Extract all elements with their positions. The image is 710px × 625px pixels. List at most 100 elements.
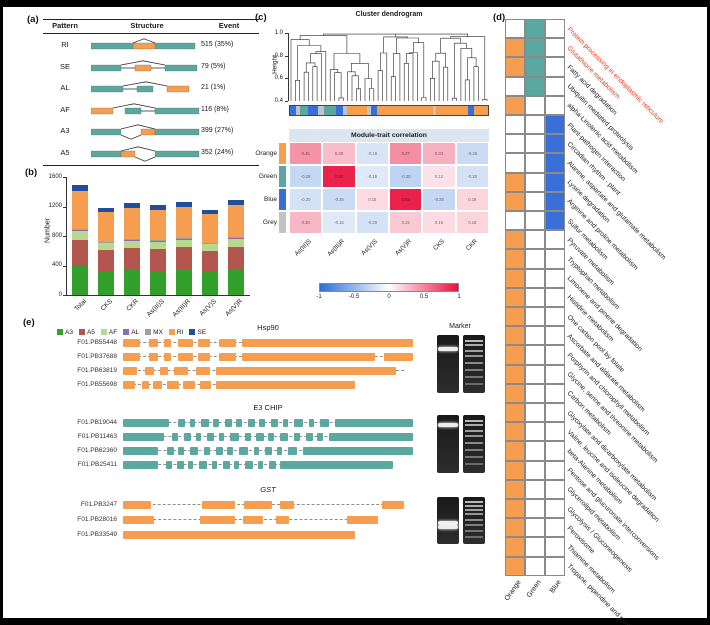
- exon-block: [215, 366, 396, 375]
- band-segment-blue: [290, 106, 296, 115]
- bar-segment-AF: [202, 244, 218, 252]
- pathway-cell: [505, 537, 525, 557]
- exon-block: [207, 432, 215, 441]
- pathway-cell: [525, 383, 545, 403]
- exon-block: [282, 418, 289, 427]
- pathway-cell: [525, 403, 545, 423]
- pathway-cell: [545, 268, 565, 288]
- mtc-cell: -0.28: [422, 188, 456, 211]
- mtc-cell: -0.25: [455, 142, 489, 165]
- bar-segment-A3: [176, 269, 192, 295]
- gel-band-ladder: [465, 513, 483, 516]
- pathway-cell: [505, 38, 525, 58]
- table-rule: [43, 33, 259, 34]
- mtc-cell: 0.93: [389, 188, 423, 211]
- structure-diagram-A3: [91, 124, 200, 140]
- bar-segment-SE: [124, 203, 140, 209]
- structure-cell: [91, 59, 203, 76]
- pathway-cell: [505, 518, 525, 538]
- gel-band-ladder: [465, 375, 483, 378]
- event-count: 21 (1%): [201, 84, 226, 91]
- band-segment-orange: [347, 106, 368, 115]
- pathway-cell: [545, 76, 565, 96]
- pathway-cell: [525, 479, 545, 499]
- bar-segment-RI: [124, 208, 140, 240]
- exon-block: [123, 446, 158, 455]
- bar-segment-RI: [202, 214, 218, 243]
- bar-segment-SE: [150, 205, 166, 210]
- exon-block: [258, 460, 264, 469]
- height-tick-label: 0.6: [274, 75, 283, 82]
- event-count: 79 (5%): [201, 62, 226, 70]
- exon-block: [123, 338, 141, 347]
- y-tick-mark: [63, 206, 66, 208]
- pathway-cell: [525, 287, 545, 307]
- isoform-id: F01.PB37688: [77, 353, 117, 360]
- gel-band-ladder: [465, 419, 483, 422]
- exon-block: [201, 418, 209, 427]
- pathway-cell: [525, 422, 545, 442]
- pathway-cell: [525, 556, 545, 576]
- gel-band-bright: [438, 520, 458, 525]
- pattern-label: A3: [60, 126, 70, 135]
- exon-block: [212, 460, 218, 469]
- mtc-cell: 0.45: [289, 142, 323, 165]
- gel-lane-ladder: [463, 335, 485, 393]
- legend-item-A5: A5: [78, 329, 95, 336]
- mtc-cell: -0.20: [355, 211, 389, 234]
- gel-lane-ladder: [463, 497, 485, 544]
- pattern-label: RI: [61, 40, 69, 49]
- gel-band-ladder: [465, 536, 483, 538]
- mtc-col-label: CKS: [431, 238, 446, 252]
- mtc-row-annotation: [279, 166, 286, 187]
- pathway-cell: [505, 172, 525, 192]
- bar-segment-SE: [202, 209, 218, 215]
- y-tick-mark: [63, 295, 66, 296]
- isoform-track: [123, 338, 413, 348]
- legend-item-SE: SE: [189, 329, 206, 336]
- mtc-cell: 0.22: [389, 211, 423, 234]
- legend-label: SE: [197, 328, 207, 336]
- bar-segment-A5: [176, 247, 192, 270]
- exon-block: [123, 352, 141, 361]
- bar-segment-AL: [150, 240, 166, 242]
- height-tick-mark: [285, 78, 288, 80]
- gel-band-ladder: [465, 424, 483, 427]
- exon-block: [265, 446, 273, 455]
- panel-a-label: (a): [27, 14, 39, 25]
- band-segment-grey_module: [295, 106, 300, 115]
- gel-band-ladder: [465, 441, 483, 444]
- exon-block: [215, 446, 224, 455]
- bar-segment-A3: [72, 265, 88, 295]
- bar-segment-RI: [228, 205, 244, 238]
- gel-lane-sample: [437, 497, 459, 544]
- panel-c-label: (c): [255, 12, 267, 23]
- exon-block: [178, 338, 193, 347]
- exon-block: [243, 500, 272, 509]
- exon-block: [178, 418, 186, 427]
- exon-block: [195, 432, 202, 441]
- table-rule: [43, 165, 259, 166]
- pathway-cell: [505, 287, 525, 307]
- pathway-cell: [505, 422, 525, 442]
- module-color-band: [289, 105, 489, 116]
- gel-band-ladder: [465, 435, 483, 438]
- band-segment-grey_module: [317, 106, 324, 115]
- pathway-cell: [525, 460, 545, 480]
- pathway-label: Glyoxylate and dicarboxylate metabolism: [565, 409, 658, 502]
- band-segment-grey_module: [367, 106, 372, 115]
- exon-block: [244, 460, 253, 469]
- exon-block: [159, 366, 168, 375]
- exon-block: [163, 352, 171, 361]
- bar-segment-MX: [72, 228, 88, 230]
- mtc-cell: 0.47: [389, 142, 423, 165]
- bar-segment-AF: [150, 241, 166, 249]
- pathway-cell: [505, 134, 525, 154]
- pathway-cell: [505, 95, 525, 115]
- isoform-id: F01.PB19044: [77, 419, 117, 426]
- exon-block: [218, 432, 225, 441]
- mtc-col-label: As(V)S: [360, 238, 380, 257]
- pathway-cell: [545, 537, 565, 557]
- isoform-id: F01.PB3247: [80, 501, 117, 508]
